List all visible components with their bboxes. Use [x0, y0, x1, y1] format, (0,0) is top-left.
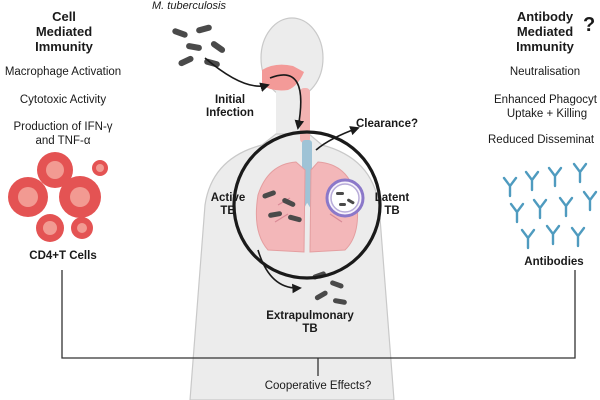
granuloma-icon — [325, 178, 365, 218]
m-tuberculosis-label: M. tuberculosis — [152, 0, 226, 12]
bacteria-in-lung-icon — [262, 190, 302, 223]
ifn-gamma-label: Production of IFN-γ — [13, 121, 113, 133]
antibodies-label: Antibodies — [524, 256, 584, 268]
extrapulmonary-tb-label: Extrapulmonary TB — [266, 310, 354, 336]
uptake-killing-label: Uptake + Killing — [506, 108, 588, 120]
t-cell-icon — [8, 152, 108, 242]
process-arrows — [204, 57, 360, 294]
neutralisation-label: Neutralisation — [509, 66, 581, 78]
tnf-alpha-label: and TNF-α — [35, 135, 91, 147]
cd4-t-cells-label: CD4+T Cells — [29, 250, 97, 262]
clearance-label: Clearance? — [356, 118, 419, 130]
reduced-dissemination-label: Reduced Disseminat — [488, 134, 595, 146]
bacteria-icon — [172, 24, 226, 68]
active-tb-label: Active TB — [210, 192, 246, 218]
question-mark-icon: ? — [583, 14, 596, 36]
antibody-mediated-heading: Antibody Mediated Immunity — [516, 9, 574, 54]
cell-mediated-heading: Cell Mediated Immunity — [35, 9, 93, 54]
latent-tb-label: Latent TB — [374, 192, 410, 218]
cytotoxic-activity-label: Cytotoxic Activity — [19, 94, 107, 106]
cooperative-effects-label: Cooperative Effects? — [264, 380, 372, 392]
antibody-icon — [502, 162, 598, 250]
enhanced-phagocytosis-label: Enhanced Phagocyt — [494, 94, 597, 106]
infection-cycle-ring — [232, 130, 382, 280]
macrophage-activation-label: Macrophage Activation — [4, 66, 122, 78]
initial-infection-label: Initial Infection — [206, 94, 254, 120]
